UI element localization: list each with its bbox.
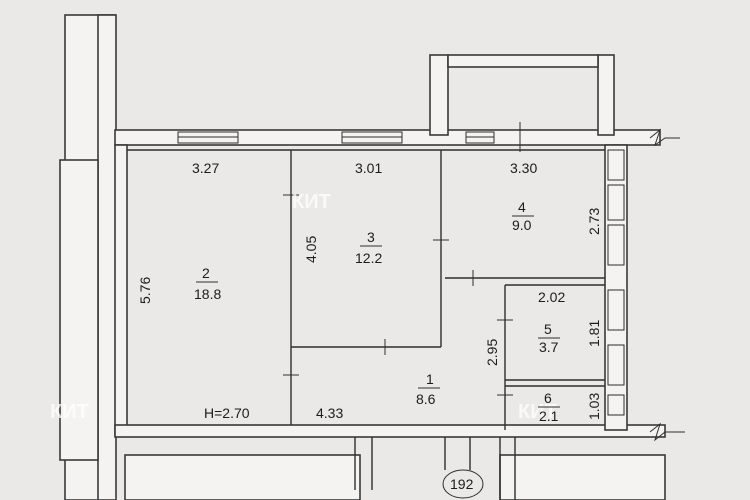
room-area: 8.6 <box>416 391 436 407</box>
dimension-label: 2.95 <box>484 339 500 366</box>
entrance-area <box>124 437 666 500</box>
room-number: 4 <box>518 199 526 215</box>
dimension-label: 1.81 <box>586 320 602 347</box>
interior-walls <box>127 149 605 430</box>
dimension-label: 1.03 <box>586 393 602 420</box>
break-lines <box>649 128 685 442</box>
room-1: 1 8.6 <box>416 371 440 407</box>
room-number: 5 <box>544 321 552 337</box>
ceiling-height-label: H=2.70 <box>204 405 250 421</box>
room-number: 3 <box>367 229 375 245</box>
room-area: 3.7 <box>539 339 559 355</box>
room-number: 2 <box>202 265 210 281</box>
dimension-label: 3.27 <box>192 160 219 176</box>
dimension-label: 4.05 <box>303 236 319 263</box>
room-number: 1 <box>426 371 434 387</box>
room-6: 6 2.1 <box>538 390 560 424</box>
room-area: 18.8 <box>194 286 221 302</box>
door-markers <box>283 122 521 396</box>
watermark-logo: КИТ <box>292 191 331 213</box>
room-area: 9.0 <box>512 217 532 233</box>
dimension-label: 4.33 <box>316 405 343 421</box>
dimensions: 3.27 3.01 3.30 5.76 4.05 2.73 2.02 1.81 … <box>137 160 602 492</box>
watermark-logo: КИТ <box>50 401 89 423</box>
room-4: 4 9.0 <box>512 199 534 233</box>
exterior-walls <box>59 14 666 500</box>
room-5: 5 3.7 <box>538 321 560 355</box>
dimension-label: 3.30 <box>510 160 537 176</box>
building-number-circle <box>442 469 484 499</box>
dimension-label: 3.01 <box>355 160 382 176</box>
dimension-label: 5.76 <box>137 277 153 304</box>
watermarks: КИТ КИТ КИТ <box>50 191 557 423</box>
building-number: 192 <box>450 476 474 492</box>
room-number: 6 <box>544 390 552 406</box>
windows <box>177 131 625 416</box>
dimension-label: 2.73 <box>586 208 602 235</box>
room-area: 2.1 <box>539 408 559 424</box>
room-3: 3 12.2 <box>355 229 382 266</box>
dimension-label: 2.02 <box>538 289 565 305</box>
room-2: 2 18.8 <box>194 265 221 302</box>
room-area: 12.2 <box>355 250 382 266</box>
